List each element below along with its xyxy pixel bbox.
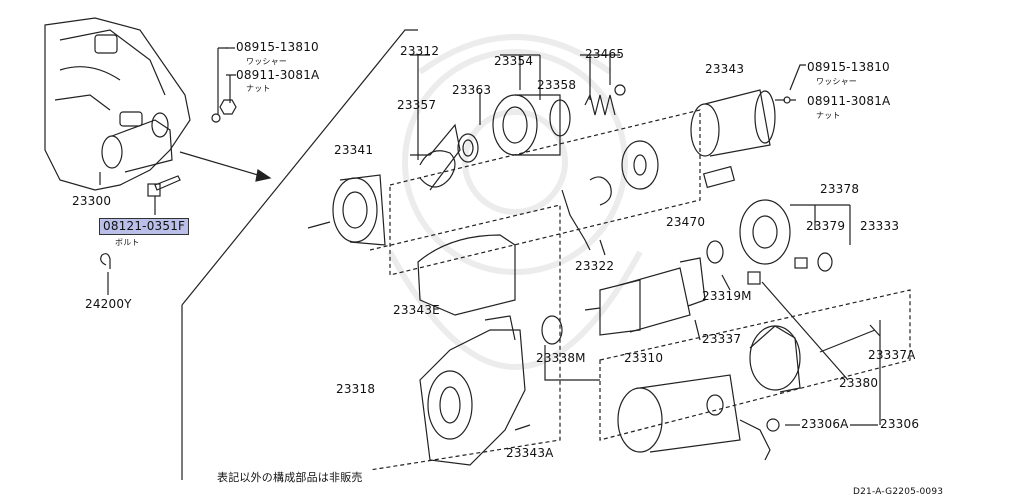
note-washer-right: ワッシャー	[816, 77, 857, 86]
engine-block-outline	[44, 17, 191, 191]
label-23358: 23358	[537, 78, 577, 92]
note-washer-left: ワッシャー	[246, 57, 287, 66]
label-24200y: 24200Y	[85, 297, 132, 311]
brush-holder-23378	[739, 199, 833, 272]
label-23319m: 23319M	[702, 289, 752, 303]
label-bolt-highlighted[interactable]: 08121-0351F	[99, 218, 190, 235]
label-23354: 23354	[494, 54, 534, 68]
note-bolt: ボルト	[115, 238, 140, 247]
label-23343e: 23343E	[393, 303, 440, 317]
label-23300: 23300	[72, 194, 112, 208]
armature-23310	[584, 240, 724, 336]
label-23312: 23312	[400, 44, 440, 58]
label-23306: 23306	[880, 417, 920, 431]
label-23310: 23310	[624, 351, 664, 365]
label-23363: 23363	[452, 83, 492, 97]
diagram-code: D21-A-G2205-0093	[853, 487, 944, 497]
yoke-23337	[749, 325, 801, 393]
label-23343a: 23343A	[506, 446, 554, 460]
label-23322: 23322	[575, 259, 615, 273]
label-washer-left: 08915-13810	[236, 40, 319, 54]
rear-housing-23318	[419, 315, 526, 466]
label-23357: 23357	[397, 98, 437, 112]
label-23341: 23341	[334, 143, 374, 157]
label-23337: 23337	[702, 332, 742, 346]
solenoid-23343	[690, 89, 785, 157]
footer-note: 表記以外の構成部品は非販売	[217, 471, 363, 484]
label-23343: 23343	[705, 62, 745, 76]
label-23333: 23333	[860, 219, 900, 233]
front-housing-23341	[332, 174, 386, 246]
starter-inset	[101, 111, 173, 173]
label-23379: 23379	[806, 219, 846, 233]
label-23470: 23470	[666, 215, 706, 229]
field-coil-23306	[617, 374, 771, 461]
label-nut-left: 08911-3081A	[236, 68, 320, 82]
note-nut-left: ナット	[246, 84, 271, 93]
label-23380: 23380	[839, 376, 879, 390]
label-23378: 23378	[820, 182, 860, 196]
label-23318: 23318	[336, 382, 376, 396]
label-23306a: 23306A	[801, 417, 849, 431]
label-nut-right: 08911-3081A	[807, 94, 891, 108]
label-23337a: 23337A	[868, 348, 916, 362]
label-washer-right: 08915-13810	[807, 60, 890, 74]
label-23465: 23465	[585, 47, 625, 61]
note-nut-right: ナット	[816, 111, 841, 120]
label-23338m: 23338M	[536, 351, 586, 365]
